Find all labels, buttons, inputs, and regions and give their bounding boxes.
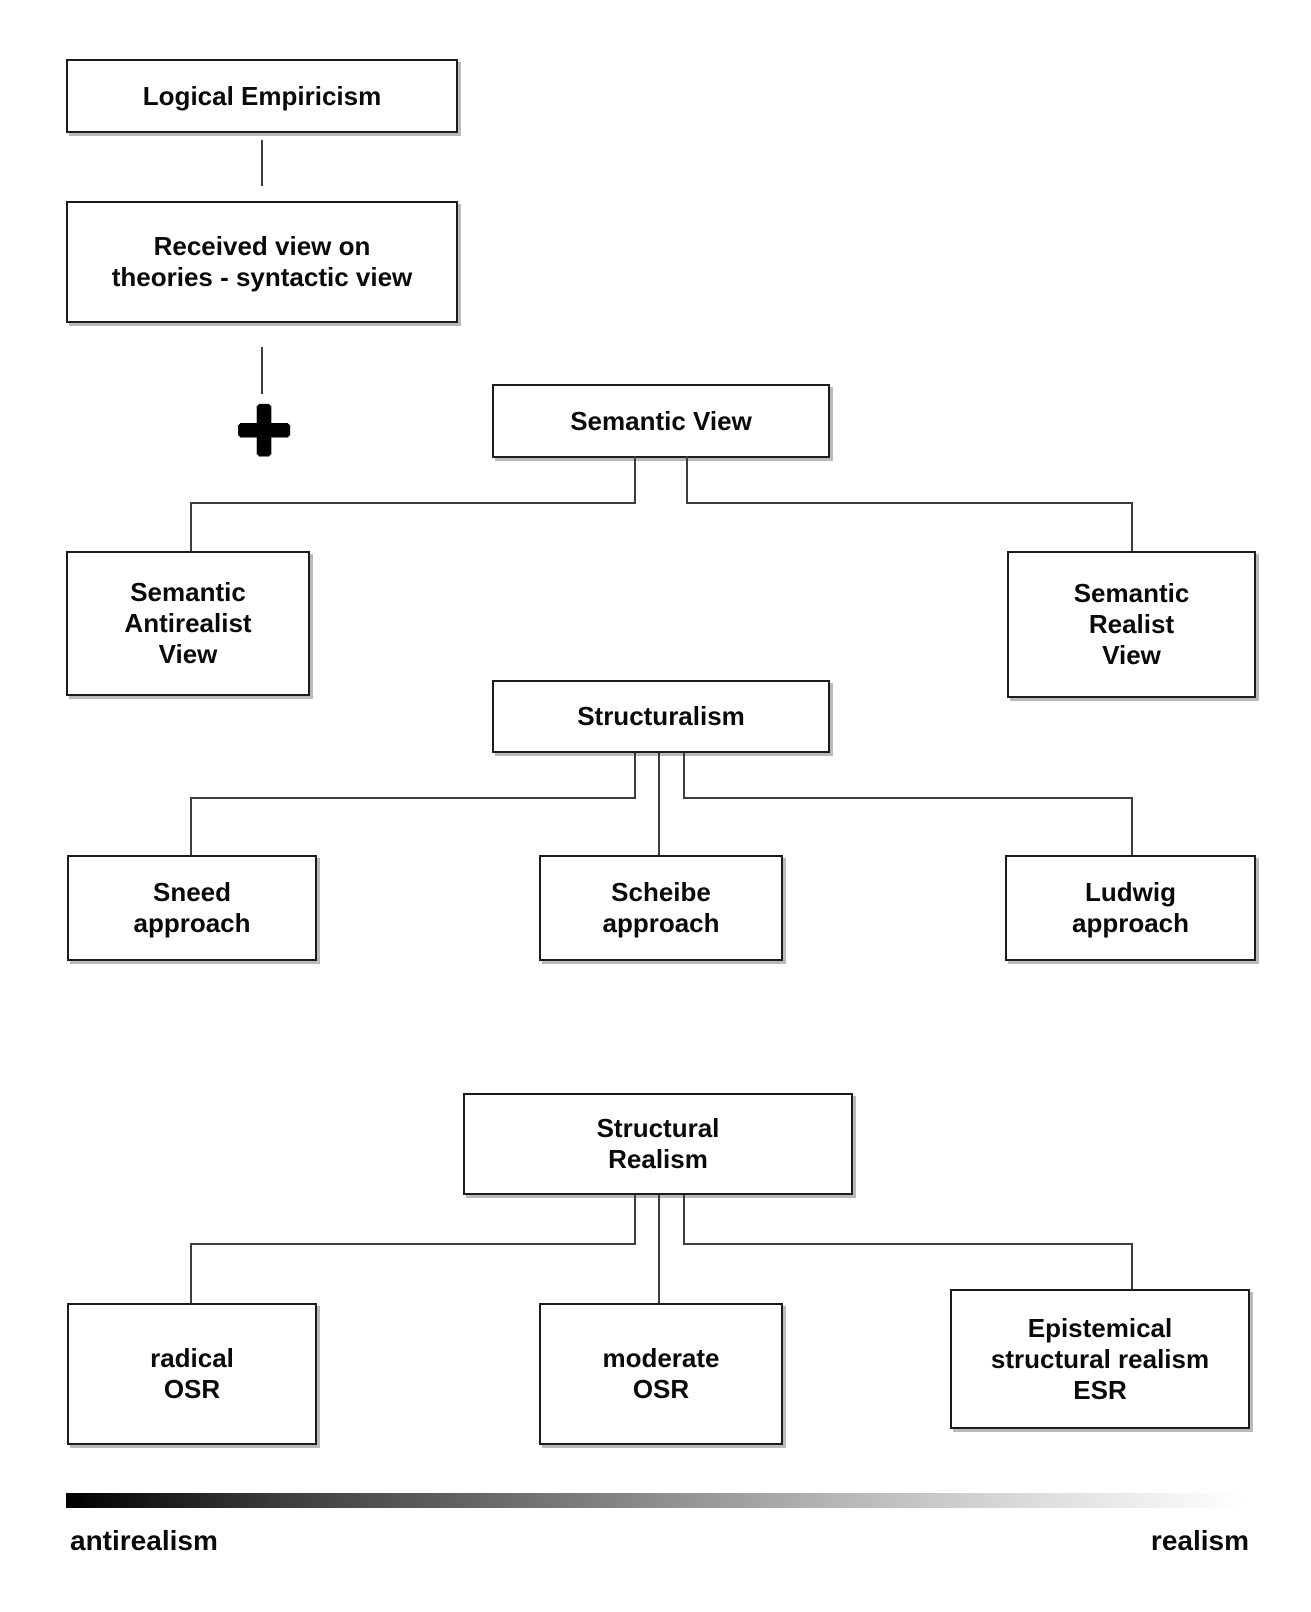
connector-empiricism-to-received <box>261 140 263 186</box>
node-structural-realism: Structural Realism <box>463 1093 853 1195</box>
node-epistemical-structural-realism: Epistemical structural realism ESR <box>950 1289 1250 1429</box>
connector-drop-realist <box>1131 502 1133 551</box>
node-radical-osr: radical OSR <box>67 1303 317 1445</box>
node-label-line: Received view on <box>153 231 371 261</box>
connector-structuralism-stub-middle <box>658 753 660 855</box>
node-label-line: Structuralism <box>577 701 745 731</box>
realism-spectrum-gradient <box>66 1493 1246 1508</box>
connector-received-down <box>261 347 263 394</box>
node-label-line: OSR <box>632 1374 690 1404</box>
node-received-view: Received view on theories - syntactic vi… <box>66 201 458 323</box>
node-scheibe-approach: Scheibe approach <box>539 855 783 961</box>
node-structuralism: Structuralism <box>492 680 830 753</box>
connector-structuralism-branch-right <box>683 797 1133 799</box>
node-label-line: Scheibe <box>611 877 711 907</box>
connector-drop-sneed <box>190 797 192 855</box>
node-label-line: Logical Empiricism <box>142 80 382 111</box>
connector-structuralism-branch-left <box>190 797 636 799</box>
node-label-line: approach <box>133 908 251 938</box>
node-label-line: OSR <box>163 1374 221 1404</box>
node-label-line: Semantic View <box>570 405 752 436</box>
connector-structuralrealism-stub-middle <box>658 1195 660 1303</box>
connector-drop-esr <box>1131 1243 1133 1289</box>
node-label-line: Realism <box>608 1144 708 1174</box>
node-semantic-view: Semantic View <box>492 384 830 458</box>
connector-structuralism-stub-left <box>634 753 636 799</box>
node-label-line: Epistemical <box>1027 1312 1173 1343</box>
connector-structuralism-stub-right <box>683 753 685 799</box>
node-label-line: View <box>1102 640 1161 670</box>
node-label-line: theories - syntactic view <box>111 262 413 292</box>
node-logical-empiricism: Logical Empiricism <box>66 59 458 133</box>
connector-semanticview-stub-right <box>686 456 688 504</box>
connector-semanticview-stub-left <box>634 456 636 504</box>
node-semantic-realist-view: Semantic Realist View <box>1007 551 1256 698</box>
node-label-line: Ludwig <box>1085 877 1176 907</box>
node-moderate-osr: moderate OSR <box>539 1303 783 1445</box>
connector-semanticview-branch-left <box>190 502 636 504</box>
node-label-line: Antirealist <box>124 608 252 638</box>
axis-label-antirealism: antirealism <box>70 1525 218 1556</box>
node-label-line: moderate <box>602 1343 720 1373</box>
node-label-line: approach <box>1071 908 1190 938</box>
node-label-line: ESR <box>1073 1374 1127 1405</box>
connector-structuralrealism-stub-right <box>683 1195 685 1245</box>
node-label-line: approach <box>602 908 720 938</box>
axis-label-realism: realism <box>1150 1525 1249 1556</box>
node-label-line: Sneed <box>152 877 232 907</box>
connector-drop-radical-osr <box>190 1243 192 1303</box>
node-semantic-antirealist-view: Semantic Antirealist View <box>66 551 310 696</box>
connector-structuralrealism-branch-left <box>190 1243 636 1245</box>
connector-structuralrealism-stub-left <box>634 1195 636 1245</box>
node-label-line: Semantic <box>130 577 246 607</box>
node-ludwig-approach: Ludwig approach <box>1005 855 1256 961</box>
node-label-line: Semantic <box>1073 578 1190 608</box>
connector-semanticview-branch-right <box>686 502 1133 504</box>
connector-drop-ludwig <box>1131 797 1133 855</box>
node-label-line: radical <box>150 1343 234 1373</box>
node-sneed-approach: Sneed approach <box>67 855 317 961</box>
plus-sign: + <box>235 376 293 483</box>
connector-structuralrealism-branch-right <box>683 1243 1133 1245</box>
node-label-line: View <box>158 639 218 669</box>
connector-drop-antirealist <box>190 502 192 551</box>
node-label-line: structural realism <box>990 1343 1210 1374</box>
node-label-line: Structural <box>596 1113 720 1143</box>
node-label-line: Realist <box>1088 609 1175 639</box>
